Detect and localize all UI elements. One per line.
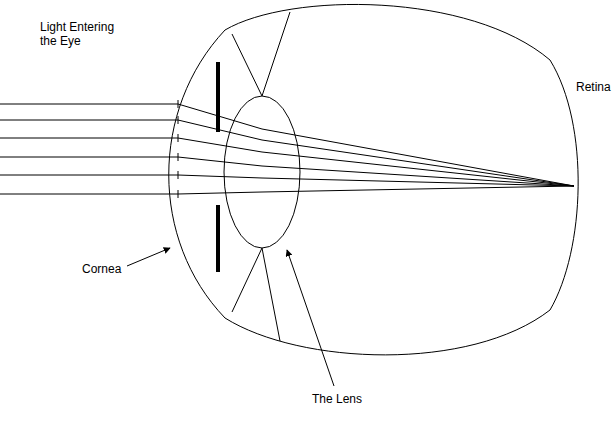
part-label: Cornea xyxy=(82,262,121,276)
light-rays xyxy=(0,104,574,194)
iris-bar xyxy=(216,62,220,132)
eyeball-outline xyxy=(225,4,578,354)
cornea-outline xyxy=(169,30,225,318)
ligament-line xyxy=(232,12,290,96)
leader-arrow xyxy=(287,250,334,386)
leader-arrow xyxy=(127,248,170,266)
refraction-ticks xyxy=(178,100,179,198)
ligament-line xyxy=(232,248,280,341)
lens-outline xyxy=(224,96,300,248)
iris-bar xyxy=(216,205,220,272)
part-label: The Lens xyxy=(312,392,362,406)
part-label: Light Entering the Eye xyxy=(40,20,132,48)
part-label: Retina xyxy=(576,80,611,94)
